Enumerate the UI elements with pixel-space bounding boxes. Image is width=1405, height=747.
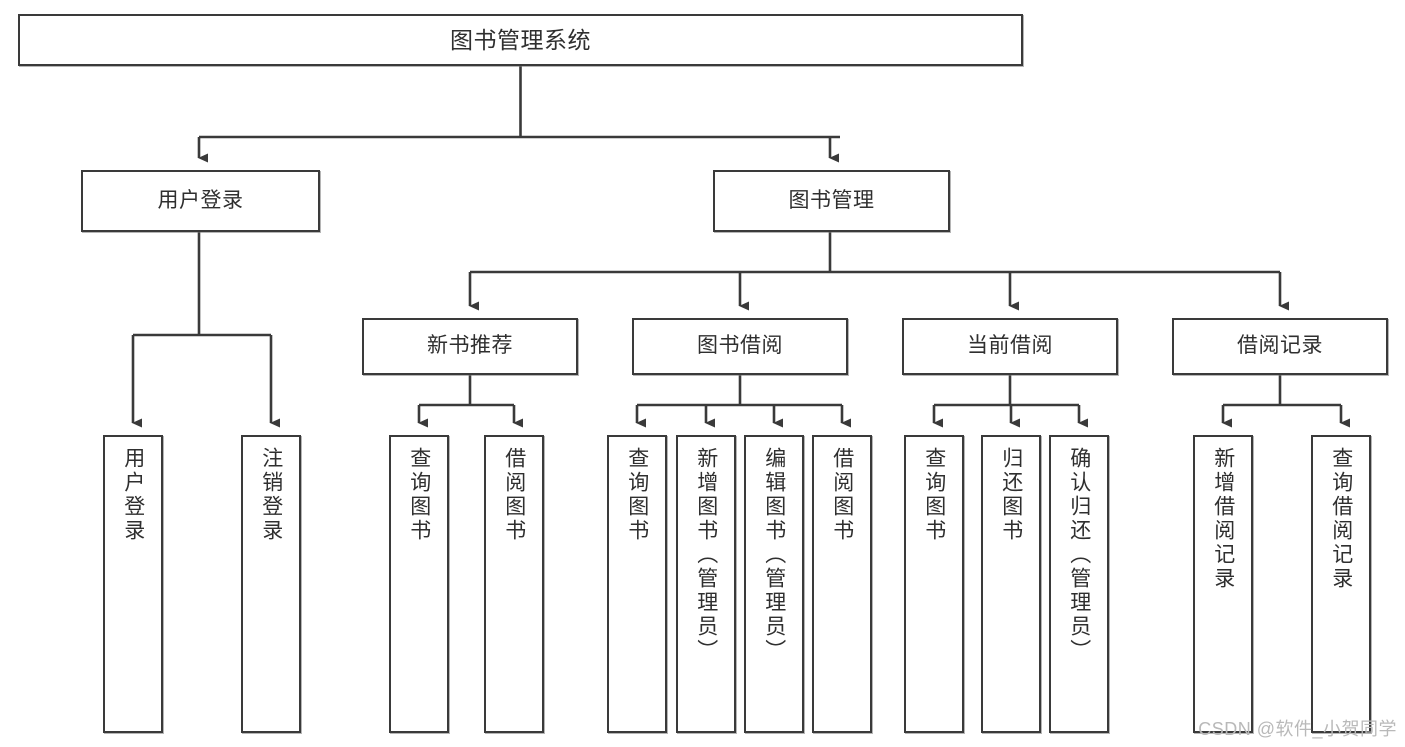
node-label: 新增借阅记录 [1211, 447, 1235, 591]
node-book-borrow[interactable]: 图书借阅 [632, 318, 848, 375]
node-label: 借阅记录 [1237, 334, 1323, 358]
node-label: 编辑图书（管理员） [762, 447, 786, 663]
node-label: 查询借阅记录 [1329, 447, 1353, 591]
node-leaf-logout-login[interactable]: 注销登录 [241, 435, 301, 733]
node-label: 借阅图书 [502, 447, 526, 543]
node-label: 查询图书 [407, 447, 431, 543]
node-book-manage[interactable]: 图书管理 [713, 170, 950, 232]
node-leaf-user-login[interactable]: 用户登录 [103, 435, 163, 733]
node-current-borrow[interactable]: 当前借阅 [902, 318, 1118, 375]
node-label: 用户登录 [157, 188, 244, 212]
node-label: 图书管理 [788, 188, 875, 212]
node-user-login[interactable]: 用户登录 [81, 170, 320, 232]
node-label: 借阅图书 [830, 447, 854, 543]
node-label: 图书借阅 [697, 334, 783, 358]
node-label: 查询图书 [922, 447, 946, 543]
node-leaf-confirm-return-admin[interactable]: 确认归还（管理员） [1049, 435, 1109, 733]
node-leaf-query-book-borrow[interactable]: 查询图书 [607, 435, 667, 733]
node-label: 当前借阅 [967, 334, 1053, 358]
watermark-text: CSDN @软件_小贺同学 [1198, 719, 1397, 739]
node-leaf-query-book-new-book[interactable]: 查询图书 [389, 435, 449, 733]
node-leaf-add-borrow-record[interactable]: 新增借阅记录 [1193, 435, 1253, 733]
node-label: 归还图书 [999, 447, 1023, 543]
node-leaf-edit-book-admin[interactable]: 编辑图书（管理员） [744, 435, 804, 733]
node-label: 用户登录 [121, 447, 145, 543]
node-leaf-add-book-admin[interactable]: 新增图书（管理员） [676, 435, 736, 733]
node-label: 确认归还（管理员） [1067, 447, 1091, 663]
node-label: 新书推荐 [427, 334, 513, 358]
node-label: 查询图书 [625, 447, 649, 543]
node-label: 新增图书（管理员） [694, 447, 718, 663]
node-borrow-record[interactable]: 借阅记录 [1172, 318, 1388, 375]
node-leaf-borrow-book-borrow[interactable]: 借阅图书 [812, 435, 872, 733]
node-leaf-borrow-book-new-book[interactable]: 借阅图书 [484, 435, 544, 733]
node-leaf-return-book[interactable]: 归还图书 [981, 435, 1041, 733]
node-label: 图书管理系统 [450, 26, 591, 53]
node-root-book-management-system[interactable]: 图书管理系统 [18, 14, 1023, 66]
node-leaf-query-book-current[interactable]: 查询图书 [904, 435, 964, 733]
node-label: 注销登录 [259, 447, 283, 543]
node-new-book-recommend[interactable]: 新书推荐 [362, 318, 578, 375]
node-leaf-query-borrow-record[interactable]: 查询借阅记录 [1311, 435, 1371, 733]
